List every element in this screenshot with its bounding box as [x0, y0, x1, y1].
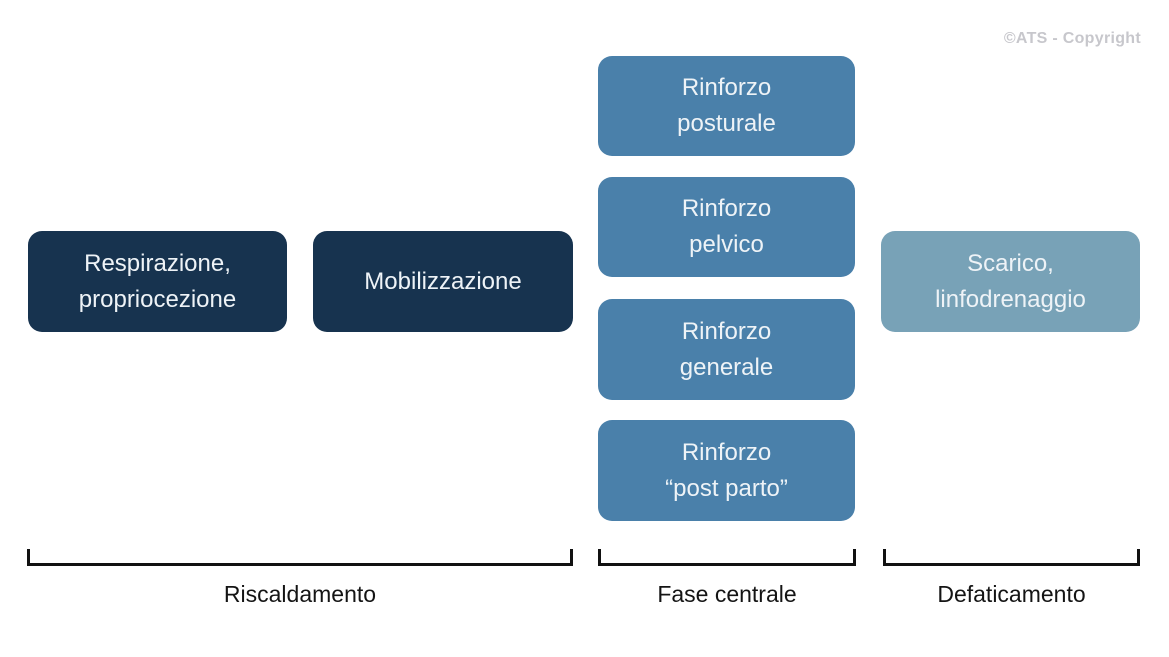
box-text-line: Rinforzo — [681, 195, 772, 222]
bracket-fase-centrale — [598, 549, 856, 566]
box-text-line: Rinforzo — [681, 438, 772, 466]
copyright-watermark: ©ATS - Copyright — [1003, 30, 1141, 47]
box-text-line: “post parto” — [665, 474, 788, 502]
box-text-line: Respirazione, — [84, 249, 231, 277]
box-rinforzo-pelvico: Rinforzo pelvico — [598, 177, 855, 277]
box-text-line: Rinforzo — [681, 317, 772, 345]
box-scarico-linfodrenaggio: Scarico, linfodrenaggio — [881, 231, 1140, 332]
bracket-defaticamento — [883, 549, 1140, 566]
box-text-line: Rinforzo — [681, 74, 772, 101]
box-rinforzo-post-parto: Rinforzo “post parto” — [598, 420, 855, 521]
phase-label-fase-centrale: Fase centrale — [657, 581, 797, 607]
phase-label-defaticamento: Defaticamento — [937, 581, 1086, 607]
box-respirazione-propriocezione: Respirazione, propriocezione — [28, 231, 287, 332]
box-text-line: Scarico, — [967, 249, 1054, 277]
box-mobilizzazione: Mobilizzazione — [313, 231, 573, 332]
box-text-line: propriocezione — [78, 285, 237, 313]
box-text-line: posturale — [677, 110, 776, 137]
phase-label-riscaldamento: Riscaldamento — [223, 581, 377, 607]
box-rinforzo-posturale: Rinforzo posturale — [598, 56, 855, 156]
box-text-line: Mobilizzazione — [364, 267, 522, 295]
box-text-line: pelvico — [689, 231, 764, 258]
box-text-line: linfodrenaggio — [935, 285, 1086, 313]
box-text-line: generale — [679, 353, 774, 381]
box-rinforzo-generale: Rinforzo generale — [598, 299, 855, 400]
bracket-riscaldamento — [27, 549, 573, 566]
